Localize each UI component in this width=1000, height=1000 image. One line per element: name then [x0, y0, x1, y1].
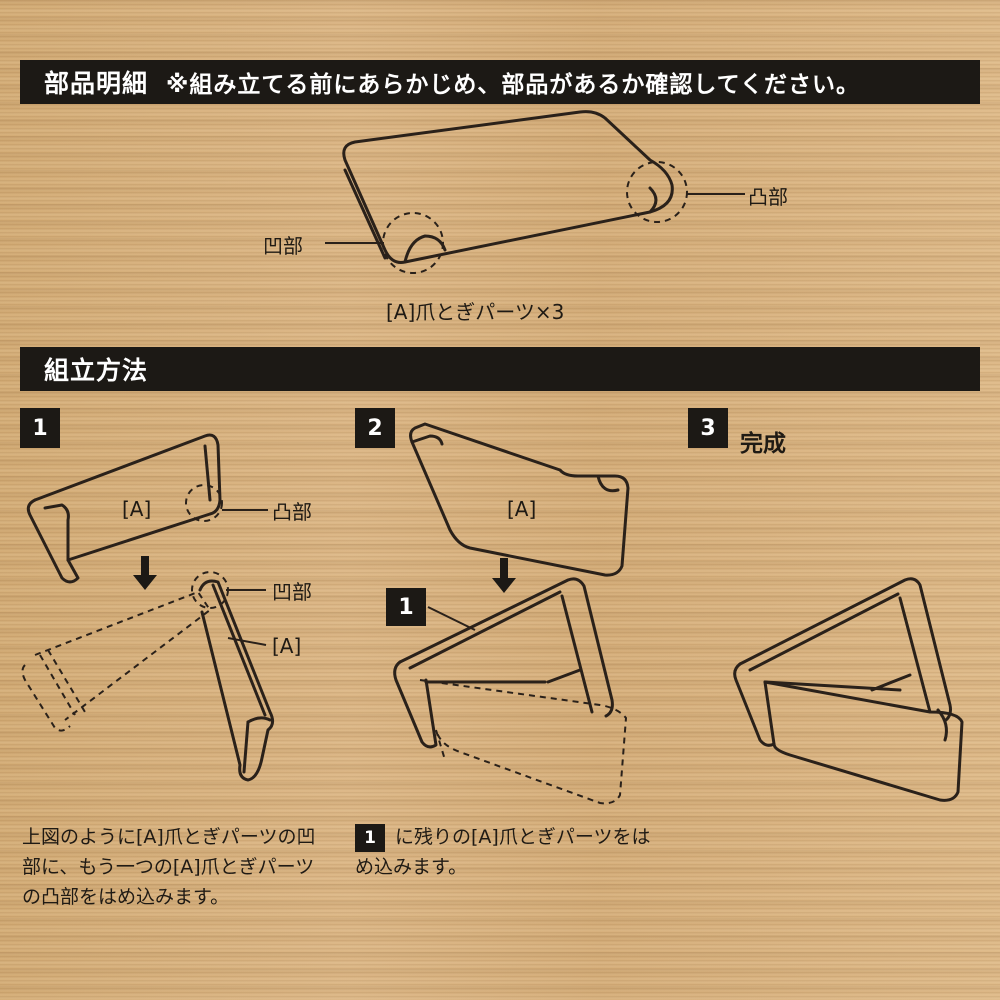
step1-part-a-lower-label: [A] [272, 634, 302, 658]
step1-part-a-label: [A] [122, 497, 152, 521]
assembly-header: 組立方法 [20, 347, 980, 391]
parts-list-title: 部品明細 [44, 69, 149, 98]
step3-badge: 3 [688, 408, 728, 448]
step2-illustration [393, 422, 630, 805]
step2-part-a-label: [A] [507, 497, 537, 521]
assembly-title: 組立方法 [44, 356, 149, 385]
step1-concave-label: 凹部 [272, 580, 312, 604]
step1-caption: 上図のように[A]爪とぎパーツの凹部に、もう一つの[A]爪とぎパーツの凸部をはめ… [22, 826, 316, 908]
step3-illustration [733, 577, 964, 802]
step2-ref-badge: 1 [386, 588, 426, 626]
parts-caption: [A]爪とぎパーツ×3 [386, 300, 565, 324]
concave-highlight [382, 212, 444, 274]
parts-list-note: ※組み立てる前にあらかじめ、部品があるか確認してください。 [166, 72, 860, 98]
concave-label: 凹部 [263, 234, 303, 258]
step2-caption-text: に残りの[A]爪とぎパーツをはめ込みます。 [355, 826, 651, 878]
step1-badge: 1 [20, 408, 60, 448]
step1-convex-label: 凸部 [272, 500, 312, 524]
step2-badge: 2 [355, 408, 395, 448]
convex-highlight [626, 161, 688, 223]
convex-label: 凸部 [748, 185, 788, 209]
part-a-illustration [325, 110, 745, 274]
parts-list-header: 部品明細 ※組み立てる前にあらかじめ、部品があるか確認してください。 [20, 60, 980, 104]
step2-caption-badge: 1 [355, 823, 385, 852]
step3-complete-label: 完成 [740, 431, 786, 457]
step1-illustration [21, 433, 275, 782]
